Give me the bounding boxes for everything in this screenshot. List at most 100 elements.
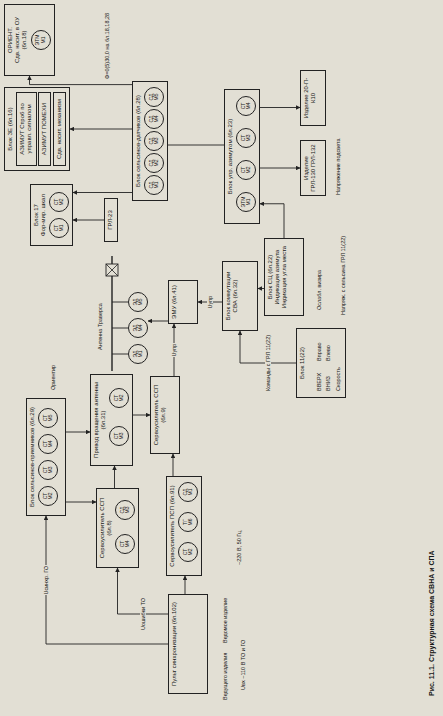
signal-label: Команды с ГРЛ 11(22)	[265, 334, 271, 392]
box-text: СД М3	[149, 135, 160, 147]
block-box: Блок СЦ (бл.22)Индикация азимутаИндикаци…	[264, 238, 304, 316]
block-box: ОРИЕНТ.Сдв. носит. в ОУ (бл.18)ЭТМ М1	[4, 4, 55, 76]
device-circle: СД М3	[144, 131, 164, 151]
block-box: Блок сельсинов-датчиков (бл.28)СД М1СД М…	[132, 81, 168, 201]
box-text: СТ М2	[43, 490, 54, 502]
block-box: Пульт синхронизации (бл.102)	[168, 594, 208, 694]
device-circle: СТ М4	[38, 434, 58, 454]
device-circle: СТ М4	[115, 534, 135, 554]
note-label: ВВЕРХ	[316, 372, 322, 392]
box-text: СТ М2	[54, 196, 65, 208]
device-circle: СД М4	[144, 109, 164, 129]
block-box: ЭМУ (бл.41)	[168, 280, 198, 324]
box-text: Сервоусилитель ССП (бл.9)	[153, 380, 167, 450]
note-label: Влево	[325, 344, 331, 362]
box-text: СТ М3	[114, 430, 125, 442]
gearbox-symbol	[106, 264, 118, 276]
box-text: СД М1	[149, 179, 160, 191]
device-circle: ЭТМ М1	[236, 192, 256, 212]
device-circle: ЭД М4	[128, 318, 148, 338]
box-text: Пульт синхронизации (бл.102)	[171, 598, 178, 690]
gearbox-cross	[106, 264, 118, 276]
sub-box: АЗИМУТ ПОМЕХИ	[38, 92, 51, 166]
box-text: Блок ЗЕ (бл.16)	[7, 91, 14, 167]
box-text: Блок 17	[33, 188, 40, 242]
motor-shaft	[112, 354, 128, 355]
signal-line	[173, 454, 174, 476]
block-box: Сервоусилитель ССП (бл.9)	[150, 376, 180, 454]
device-circle: ЭТМ М1	[31, 30, 51, 50]
device-circle: СД М1	[144, 175, 164, 195]
box-text: Индикация азимута	[274, 242, 281, 312]
note-label: Напряжение подсвета	[335, 137, 341, 196]
note-label: Вправо	[316, 341, 322, 362]
signal-line	[66, 502, 96, 503]
device-circle: СД М5	[144, 87, 164, 107]
child-area: СТ М2ТГ М6СД М1	[178, 480, 199, 572]
box-text: СД М5	[149, 91, 160, 103]
box-text: СД М4	[149, 113, 160, 125]
box-text: СТ М4	[241, 100, 252, 112]
box-text: СТ М2	[114, 392, 125, 404]
device-circle: ЭД М1	[128, 344, 148, 364]
signal-line	[70, 129, 132, 130]
box-text: ЭД М5	[133, 296, 144, 308]
child-area: СТ М1 СТ М2	[49, 188, 70, 242]
sub-box: АЗИМУТ Строб по управл. сигналом	[16, 92, 36, 166]
signal-line	[66, 432, 90, 433]
child-area: СТ М4 СД М3	[115, 492, 136, 564]
device-circle: СТ М2	[109, 388, 129, 408]
block-box: Сервоусилитель ССП (бл.8)СТ М4СД М3	[96, 488, 139, 568]
box-text: Сдв. носит. механизм	[56, 96, 63, 162]
box-text: Блок СЦ (бл.22)	[267, 242, 274, 312]
box-text: Сервоусилитель ПСП (бл.91)	[169, 480, 176, 572]
device-circle: СТ М3	[38, 460, 58, 480]
box-text: Блок упр. азимутом (бл.23)	[227, 93, 234, 220]
signal-line	[168, 145, 224, 146]
signal-label: Uупр	[207, 295, 213, 310]
signal-line	[30, 76, 133, 85]
block-box: Блок 17Фор-мир. шкал СТ М1 СТ М2	[30, 184, 73, 246]
box-text: ЭД М1	[133, 348, 144, 360]
signal-line	[260, 204, 284, 238]
box-text: СТ М4	[43, 438, 54, 450]
box-text: ГРЛ-23	[107, 202, 114, 238]
signal-line	[73, 192, 132, 193]
box-text: ЭМУ (бл.41)	[171, 284, 178, 320]
signal-line	[148, 321, 168, 322]
note-label: Антенна Траверса	[97, 302, 103, 351]
box-text: АЗИМУТ Строб по управл. сигналом	[19, 96, 33, 162]
box-text: Блок коммутации СВА (бл.32)	[225, 265, 239, 327]
device-circle: ЭД М5	[128, 292, 148, 312]
box-text: АЗИМУТ ПОМЕХИ	[41, 96, 48, 162]
box-text: СТ М2	[183, 546, 194, 558]
device-circle: СД М1	[178, 482, 198, 502]
signal-label: Uсинхр. ГО	[43, 565, 49, 596]
block-box: Блок ЗЕ (бл.16) АЗИМУТ Строб по управл. с…	[4, 87, 70, 171]
note-label: ВНИЗ	[325, 375, 331, 392]
block-box: Блок сельсинов-приемников (бл.29) СТ М2 СТ…	[26, 398, 66, 516]
note-label: Ведомое изделие	[222, 597, 228, 644]
box-text: Привод вращения антенны (бл.31)	[93, 378, 107, 462]
note-label: Напряж. с сельсина ГРЛ 11(22)	[340, 235, 346, 316]
device-circle: СТ М2	[236, 160, 256, 180]
signal-label: Uошибки ТО	[140, 597, 146, 631]
box-text: Блок сельсинов-приемников (бл.29)	[29, 402, 36, 512]
motor-shaft	[112, 328, 128, 329]
box-text: СТ М5	[43, 412, 54, 424]
block-box: ГРЛ-23	[104, 198, 118, 242]
device-circle: СТ М5	[38, 408, 58, 428]
signal-line	[133, 415, 150, 416]
device-circle: СТ М2	[38, 486, 58, 506]
device-circle: СТ М2	[49, 192, 69, 212]
device-circle: СТ М3	[109, 426, 129, 446]
device-circle: СД М3	[115, 500, 135, 520]
box-text: Фор-мир. шкал	[40, 188, 47, 242]
box-text: СТ М1	[54, 222, 65, 234]
note-label: Скорость	[335, 366, 341, 392]
box-text: Сдв. носит. в ОУ (бл.18)	[14, 8, 28, 72]
device-circle: СТ М4	[236, 96, 256, 116]
box-text: ОРИЕНТ.	[7, 8, 14, 72]
box-text: ЭТМ М1	[241, 196, 252, 208]
block-box: Привод вращения антенны (бл.31) СТ М3 СТ М…	[90, 374, 133, 466]
